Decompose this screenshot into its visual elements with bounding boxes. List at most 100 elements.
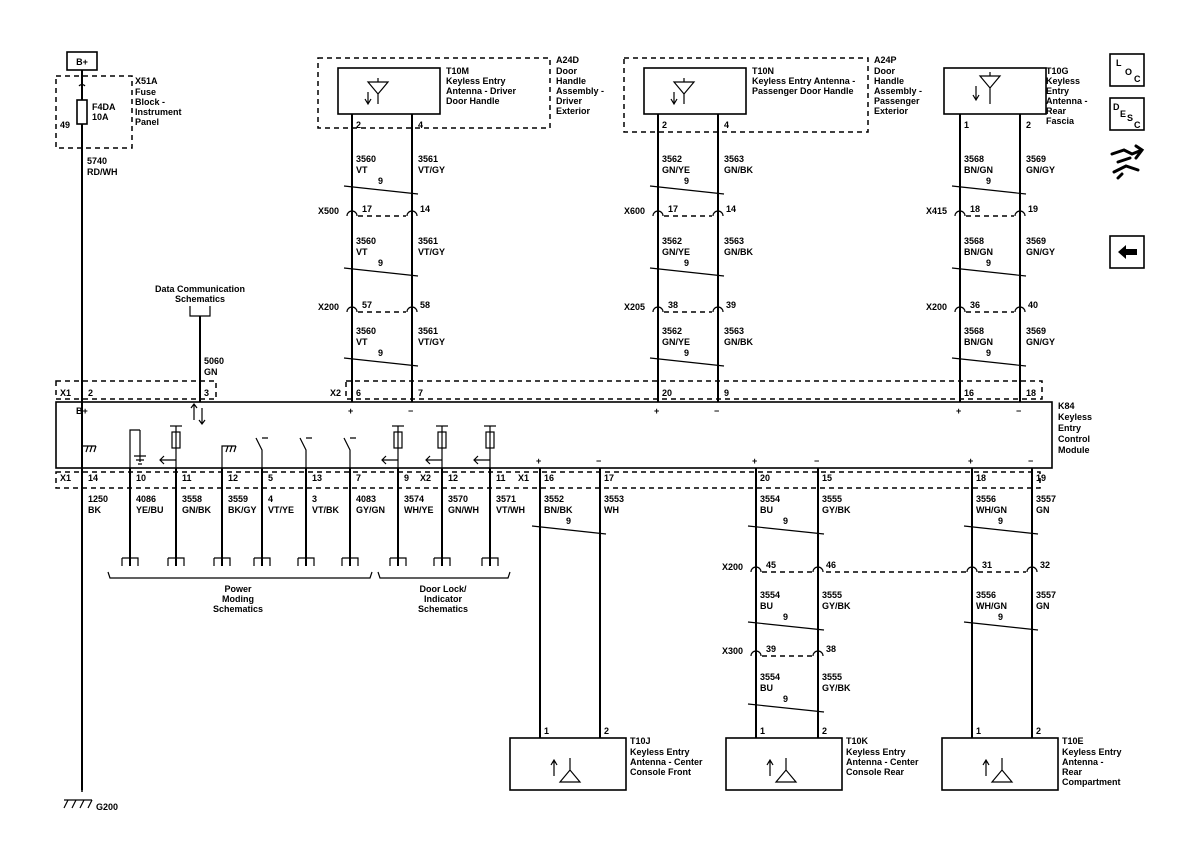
pin-number: 2	[1036, 726, 1041, 736]
connector-label: X200	[722, 562, 743, 572]
schematic-ref-bracket	[253, 557, 271, 566]
polarity-minus: −	[408, 406, 413, 416]
wire-color: VT/GY	[418, 337, 445, 347]
circuit-number: 3556	[976, 494, 996, 504]
pin-number: 2	[1026, 120, 1031, 130]
connector-label: X2	[420, 473, 431, 483]
connector-label: X200	[926, 302, 947, 312]
circuit-number: 3554	[760, 590, 780, 600]
antenna-ref: T10J	[630, 736, 651, 746]
antenna-ref: T10K	[846, 736, 869, 746]
switch-icon	[343, 437, 356, 468]
description-icon[interactable]: D E S C	[1109, 97, 1145, 131]
connector-cup	[652, 210, 664, 217]
antenna-desc: Door Handle	[446, 96, 500, 106]
twist-label: 9	[684, 258, 689, 268]
antenna-icon	[972, 72, 1002, 104]
wire-color: GY/GN	[356, 505, 385, 515]
nav-letter: C	[1134, 120, 1141, 130]
pin-number: 13	[312, 473, 322, 483]
nav-letter: D	[1113, 102, 1120, 112]
twist-label: 9	[378, 176, 383, 186]
data-arrows-icon	[190, 403, 206, 425]
twist-label: 9	[998, 612, 1003, 622]
wire-color: GN	[1036, 505, 1050, 515]
connector-cup	[1014, 210, 1026, 217]
circuit-number: 3569	[1026, 326, 1046, 336]
input-arrow-icon	[425, 455, 442, 465]
wire-color: BU	[760, 505, 773, 515]
twisted-pair-mark	[649, 357, 725, 367]
location-icon[interactable]: L O C	[1109, 53, 1145, 87]
circuit-number: 3556	[976, 590, 996, 600]
pin-number: 9	[404, 473, 409, 483]
back-arrow-icon[interactable]	[1109, 235, 1145, 269]
wire-color: GN/YE	[662, 165, 690, 175]
connector-cup	[750, 566, 762, 573]
module-desc: Handle	[874, 76, 904, 86]
pin-number: 1	[964, 120, 969, 130]
pin-number: 16	[544, 473, 554, 483]
data-comm-label: Data Communication	[155, 284, 245, 294]
pin-number: 1	[760, 726, 765, 736]
connector-cup	[712, 306, 724, 313]
connector-cup	[954, 210, 966, 217]
pin-number: 38	[826, 644, 836, 654]
connector-cup	[346, 210, 358, 217]
pin-number: 6	[356, 388, 361, 398]
module-desc: Handle	[556, 76, 586, 86]
resistor	[393, 431, 403, 449]
pin-number: 7	[418, 388, 423, 398]
nav-letter: L	[1116, 58, 1122, 68]
schematic-ref-label: Door Lock/	[419, 584, 467, 594]
antenna-desc: Entry	[1046, 86, 1069, 96]
module-desc: Assembly -	[556, 86, 604, 96]
module-desc: Keyless	[1058, 412, 1092, 422]
antenna-ref: T10N	[752, 66, 774, 76]
ground-label: G200	[96, 802, 118, 812]
connector-cup	[812, 650, 824, 657]
schematic-ref-bracket	[481, 557, 499, 566]
circuit-number: 3568	[964, 154, 984, 164]
wire-color: WH	[604, 505, 619, 515]
wire-color: GN/YE	[662, 337, 690, 347]
pin-number: 7	[356, 473, 361, 483]
circuit-number: 3555	[822, 590, 842, 600]
wire-color: BK/GY	[228, 505, 257, 515]
pin-number: 3	[204, 388, 209, 398]
schematic-ref-bracket	[341, 557, 359, 566]
schematic-ref-bracket	[167, 557, 185, 566]
nav-letter: C	[1134, 74, 1141, 84]
pin-number: 20	[662, 388, 672, 398]
antenna-desc: Rear	[1046, 106, 1067, 116]
pin-number: 39	[766, 644, 776, 654]
pin-number: 4	[418, 120, 423, 130]
antenna-ref: T10G	[1046, 66, 1069, 76]
wire-color: GN/GY	[1026, 247, 1055, 257]
circuit-number: 5060	[204, 356, 224, 366]
nav-letter: E	[1120, 109, 1126, 119]
module-ref: A24P	[874, 55, 897, 65]
connector-cup	[346, 306, 358, 313]
pin-number: 17	[604, 473, 614, 483]
connector-cup	[1026, 566, 1038, 573]
connector-tool-icon[interactable]	[1110, 144, 1145, 180]
wire-color: BU	[760, 601, 773, 611]
wire-color: GN/GY	[1026, 337, 1055, 347]
antenna-box-t10m	[337, 67, 441, 115]
circuit-number: 3563	[724, 326, 744, 336]
connector-cup	[812, 566, 824, 573]
module-ref: K84	[1058, 401, 1075, 411]
twisted-pair-mark	[649, 185, 725, 195]
circuit-number: 3560	[356, 236, 376, 246]
twisted-pair-mark	[951, 357, 1027, 367]
wire-color: BK	[88, 505, 101, 515]
circuit-number: 1250	[88, 494, 108, 504]
polarity-plus: +	[956, 406, 961, 416]
pin-number: 10	[136, 473, 146, 483]
schematic-ref-bracket	[389, 557, 407, 566]
circuit-number: 3559	[228, 494, 248, 504]
wire-color: GN/BK	[724, 247, 754, 257]
wire-color: GN/BK	[724, 165, 754, 175]
input-arrow-icon	[381, 455, 398, 465]
